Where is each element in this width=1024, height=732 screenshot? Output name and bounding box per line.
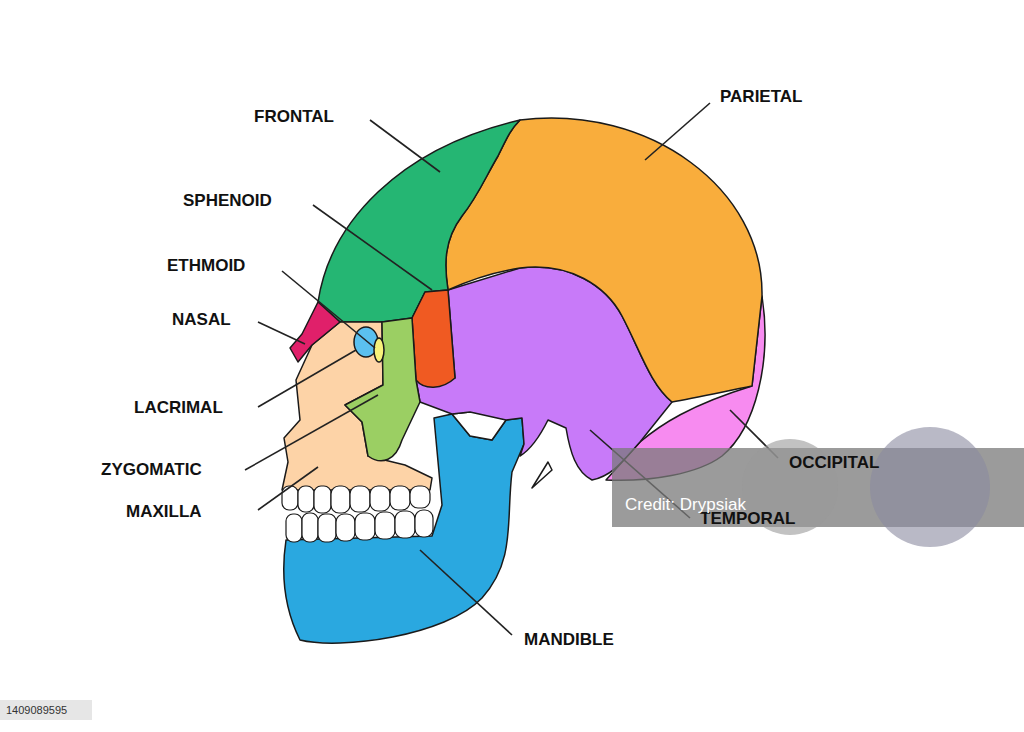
bone-label: ETHMOID (167, 256, 245, 276)
bone-label: PARIETAL (720, 87, 802, 107)
sphenoid-bone (412, 290, 455, 387)
bone-label: NASAL (172, 310, 231, 330)
bone-label: ZYGOMATIC (101, 460, 202, 480)
frontal-bone (318, 120, 520, 322)
bone-label: MANDIBLE (524, 630, 614, 650)
bone-label: LACRIMAL (134, 398, 223, 418)
teeth (282, 486, 433, 542)
bone-label: SPHENOID (183, 191, 272, 211)
styloid-process (532, 462, 552, 488)
bone-label: FRONTAL (254, 107, 334, 127)
nasal-bone (290, 302, 340, 362)
zygomatic-bone (345, 318, 420, 461)
bone-label: OCCIPITAL (789, 453, 879, 473)
watermark-band (612, 427, 1024, 547)
bone-label: MAXILLA (126, 502, 202, 522)
ethmoid-bone (374, 338, 384, 362)
watermark-text: Credit: Drypsiak (625, 495, 746, 515)
id-tag (0, 700, 92, 720)
leader-lines (245, 103, 778, 635)
image-id: 1409089595 (6, 702, 67, 718)
